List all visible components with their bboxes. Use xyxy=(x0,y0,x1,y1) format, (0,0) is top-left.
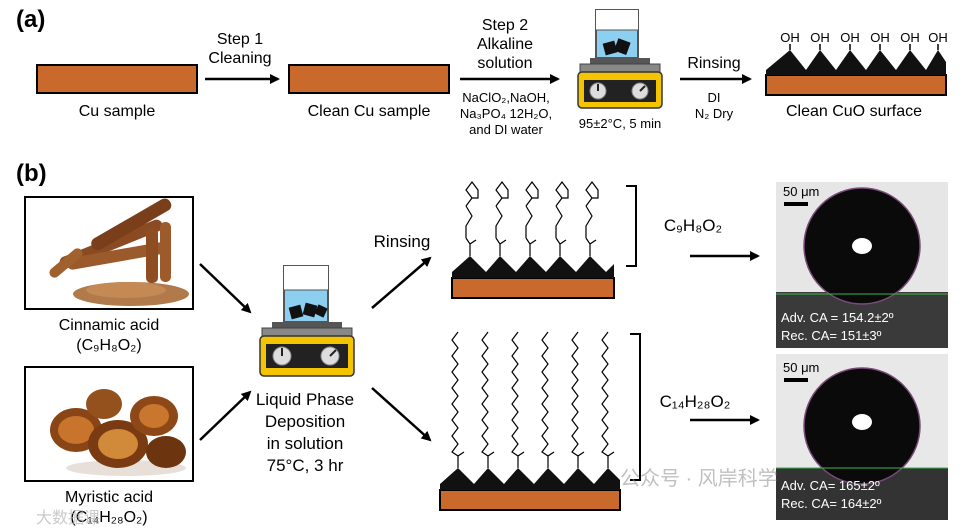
n2dry-label: N₂ Dry xyxy=(694,106,734,121)
oh-label: OH xyxy=(870,30,890,45)
oh-label: OH xyxy=(840,30,860,45)
cu-sample-bar xyxy=(36,64,198,94)
droplet-bottom-graphic xyxy=(776,354,948,520)
condition-label: 95±2°C, 5 min xyxy=(578,116,662,131)
rinsing-label-a: Rinsing xyxy=(687,55,741,72)
formula-top: C₉H₈O₂ xyxy=(663,216,723,235)
arrow-to-cinnamic-surface xyxy=(371,256,432,309)
rinsing-label-b: Rinsing xyxy=(373,232,431,251)
watermark-bottom-left: 大数据课 xyxy=(36,510,101,527)
myristic-formula: (C₁₄H₂₈O₂) xyxy=(70,509,148,526)
panel-b-tag: (b) xyxy=(16,160,47,187)
reagents-line3: and DI water xyxy=(469,122,543,137)
step2-label-line1: Step 2 xyxy=(481,17,529,34)
panel-b-graphics xyxy=(199,181,760,511)
droplet-image-top xyxy=(776,182,948,348)
panel-a-graphics xyxy=(205,9,947,109)
watermark-bottom-right: 公众号 · 风岸科学 xyxy=(620,468,778,490)
adv-ca-bottom: Adv. CA= 165±2º xyxy=(781,478,880,493)
formula-bottom: C₁₄H₂₈O₂ xyxy=(659,392,731,411)
arrow-nutmeg-to-lpd xyxy=(199,390,252,441)
reagents-line1: NaClO₂,NaOH, xyxy=(462,90,550,105)
cu-sample-label: Cu sample xyxy=(78,103,156,120)
step2-label-line2: Alkaline xyxy=(476,36,534,53)
nutmeg-photo xyxy=(24,366,194,482)
myristic-name: Myristic acid xyxy=(64,489,153,506)
scale-bar-top-label: 50 μm xyxy=(783,184,820,199)
clean-cu-bar xyxy=(288,64,450,94)
oh-label: OH xyxy=(810,30,830,45)
myristic-surface xyxy=(439,331,641,511)
process-line1: Liquid Phase xyxy=(255,390,355,409)
process-line4: 75°C, 3 hr xyxy=(266,456,344,475)
oh-label: OH xyxy=(900,30,920,45)
nutmeg-icon xyxy=(50,389,186,476)
clean-cuo-label: Clean CuO surface xyxy=(785,103,923,120)
cuo-surface xyxy=(765,44,947,96)
adv-ca-top: Adv. CA = 154.2±2º xyxy=(781,310,894,325)
hotplate-icon xyxy=(577,9,663,109)
droplet-image-bottom xyxy=(776,354,948,520)
rec-ca-top: Rec. CA= 151±3º xyxy=(781,328,882,343)
oh-label: OH xyxy=(928,30,948,45)
di-label: DI xyxy=(707,90,721,105)
arrow-cinnamon-to-lpd xyxy=(199,263,252,314)
oh-label: OH xyxy=(780,30,800,45)
cinnamon-sticks-icon xyxy=(49,198,189,306)
cinnamic-formula: (C₉H₈O₂) xyxy=(76,337,142,354)
rec-ca-bottom: Rec. CA= 164±2º xyxy=(781,496,882,511)
step1-label-line2: Cleaning xyxy=(208,50,272,67)
cinnamic-surface xyxy=(451,181,637,299)
arrow-to-myristic-surface xyxy=(371,387,432,442)
cinnamic-name: Cinnamic acid xyxy=(58,317,160,334)
reagents-line2: Na₃PO₄ 12H₂O, xyxy=(459,106,553,121)
panel-a-tag: (a) xyxy=(16,6,46,33)
clean-cu-label: Clean Cu sample xyxy=(307,103,431,120)
process-line2: Deposition xyxy=(264,412,346,431)
process-line3: in solution xyxy=(266,434,344,453)
hotplate-icon-b xyxy=(259,265,355,377)
droplet-top-graphic xyxy=(776,182,948,348)
scale-bar-bottom-label: 50 μm xyxy=(783,360,820,375)
step1-label-line1: Step 1 xyxy=(216,31,264,48)
cinnamon-photo xyxy=(24,196,194,310)
step2-label-line3: solution xyxy=(477,55,533,72)
